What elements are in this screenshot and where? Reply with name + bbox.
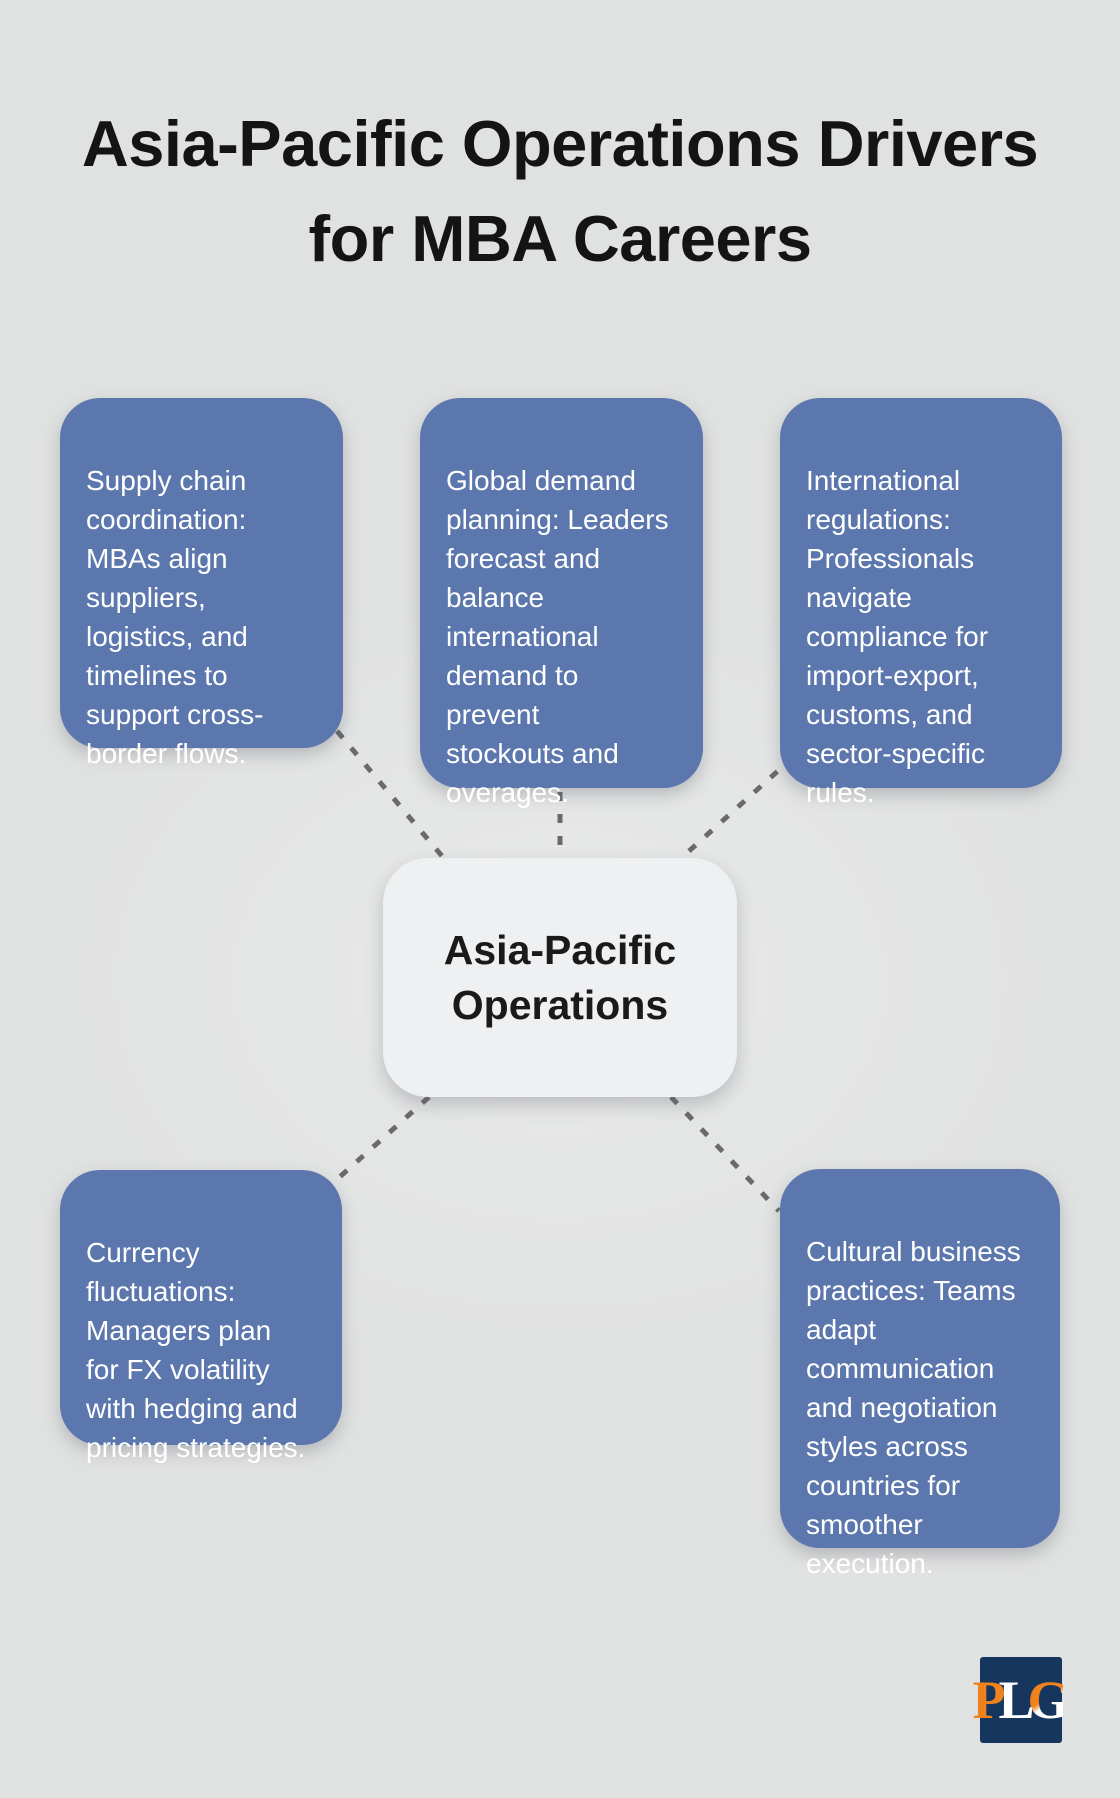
plg-logo: P L G	[972, 1657, 1070, 1743]
logo-letter-l: L	[998, 1670, 1034, 1730]
connector-line-cultural	[669, 1095, 781, 1213]
node-supply-chain-coordination: Supply chain coordination: MBAs align su…	[60, 398, 343, 769]
page-title: Asia-Pacific Operations Drivers for MBA …	[81, 107, 1039, 275]
node-global-demand-planning: Global demand planning: Leaders forecast…	[420, 398, 703, 808]
node-currency-fluctuations-text: Currency fluctuations: Managers plan for…	[86, 1237, 306, 1463]
node-cultural-business-practices: Cultural business practices: Teams adapt…	[780, 1169, 1060, 1579]
connector-line-supply	[335, 729, 454, 870]
node-currency-fluctuations: Currency fluctuations: Managers plan for…	[60, 1170, 342, 1463]
node-supply-chain-text: Supply chain coordination: MBAs align su…	[86, 465, 264, 769]
node-international-regulations: International regulations: Professionals…	[780, 398, 1062, 808]
connector-line-currency	[332, 1095, 431, 1184]
node-international-regulations-text: International regulations: Professionals…	[806, 465, 989, 808]
center-node: Asia-Pacific Operations	[383, 858, 737, 1097]
node-cultural-business-text: Cultural business practices: Teams adapt…	[806, 1236, 1021, 1579]
logo-letter-p: P	[972, 1670, 1005, 1730]
center-node-label: Asia-Pacific Operations	[443, 926, 677, 1028]
node-global-demand-text: Global demand planning: Leaders forecast…	[446, 465, 669, 808]
logo-letter-g: G	[1027, 1670, 1070, 1730]
